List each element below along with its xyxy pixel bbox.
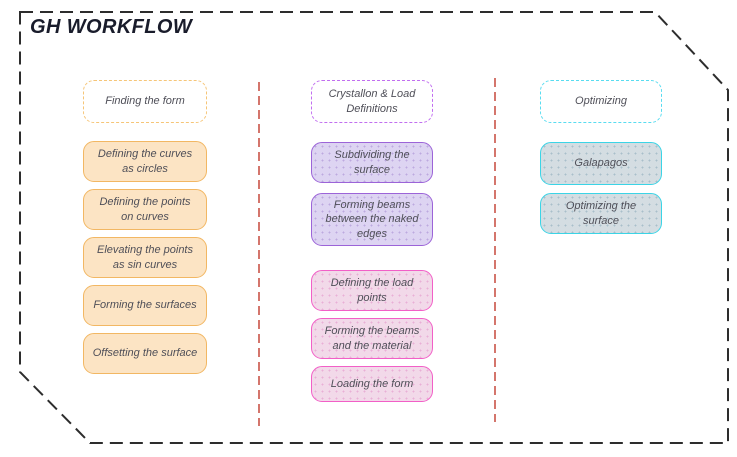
workflow-step: Defining the points on curves bbox=[83, 189, 207, 230]
workflow-step: Forming beams between the naked edges bbox=[311, 193, 433, 246]
workflow-step: Subdividing the surface bbox=[311, 142, 433, 183]
workflow-step: Forming the surfaces bbox=[83, 285, 207, 326]
box-group-load: Defining the load points Forming the bea… bbox=[311, 270, 433, 402]
workflow-step: Elevating the points as sin curves bbox=[83, 237, 207, 278]
column-header: Finding the form bbox=[83, 80, 207, 123]
workflow-step: Optimizing the surface bbox=[540, 193, 662, 234]
workflow-step: Defining the load points bbox=[311, 270, 433, 311]
workflow-step: Offsetting the surface bbox=[83, 333, 207, 374]
box-group: Galapagos Optimizing the surface bbox=[540, 142, 662, 234]
workflow-step: Loading the form bbox=[311, 366, 433, 402]
workflow-step: Forming the beams and the material bbox=[311, 318, 433, 359]
outer-border bbox=[19, 11, 729, 444]
workflow-step: Defining the curves as circles bbox=[83, 141, 207, 182]
workflow-step: Galapagos bbox=[540, 142, 662, 185]
column-header: Optimizing bbox=[540, 80, 662, 123]
box-group-crystallon: Subdividing the surface Forming beams be… bbox=[311, 142, 433, 246]
box-group: Defining the curves as circles Defining … bbox=[83, 141, 207, 374]
page-title: GH WORKFLOW bbox=[30, 16, 193, 38]
column-header: Crystallon & Load Definitions bbox=[311, 80, 433, 123]
